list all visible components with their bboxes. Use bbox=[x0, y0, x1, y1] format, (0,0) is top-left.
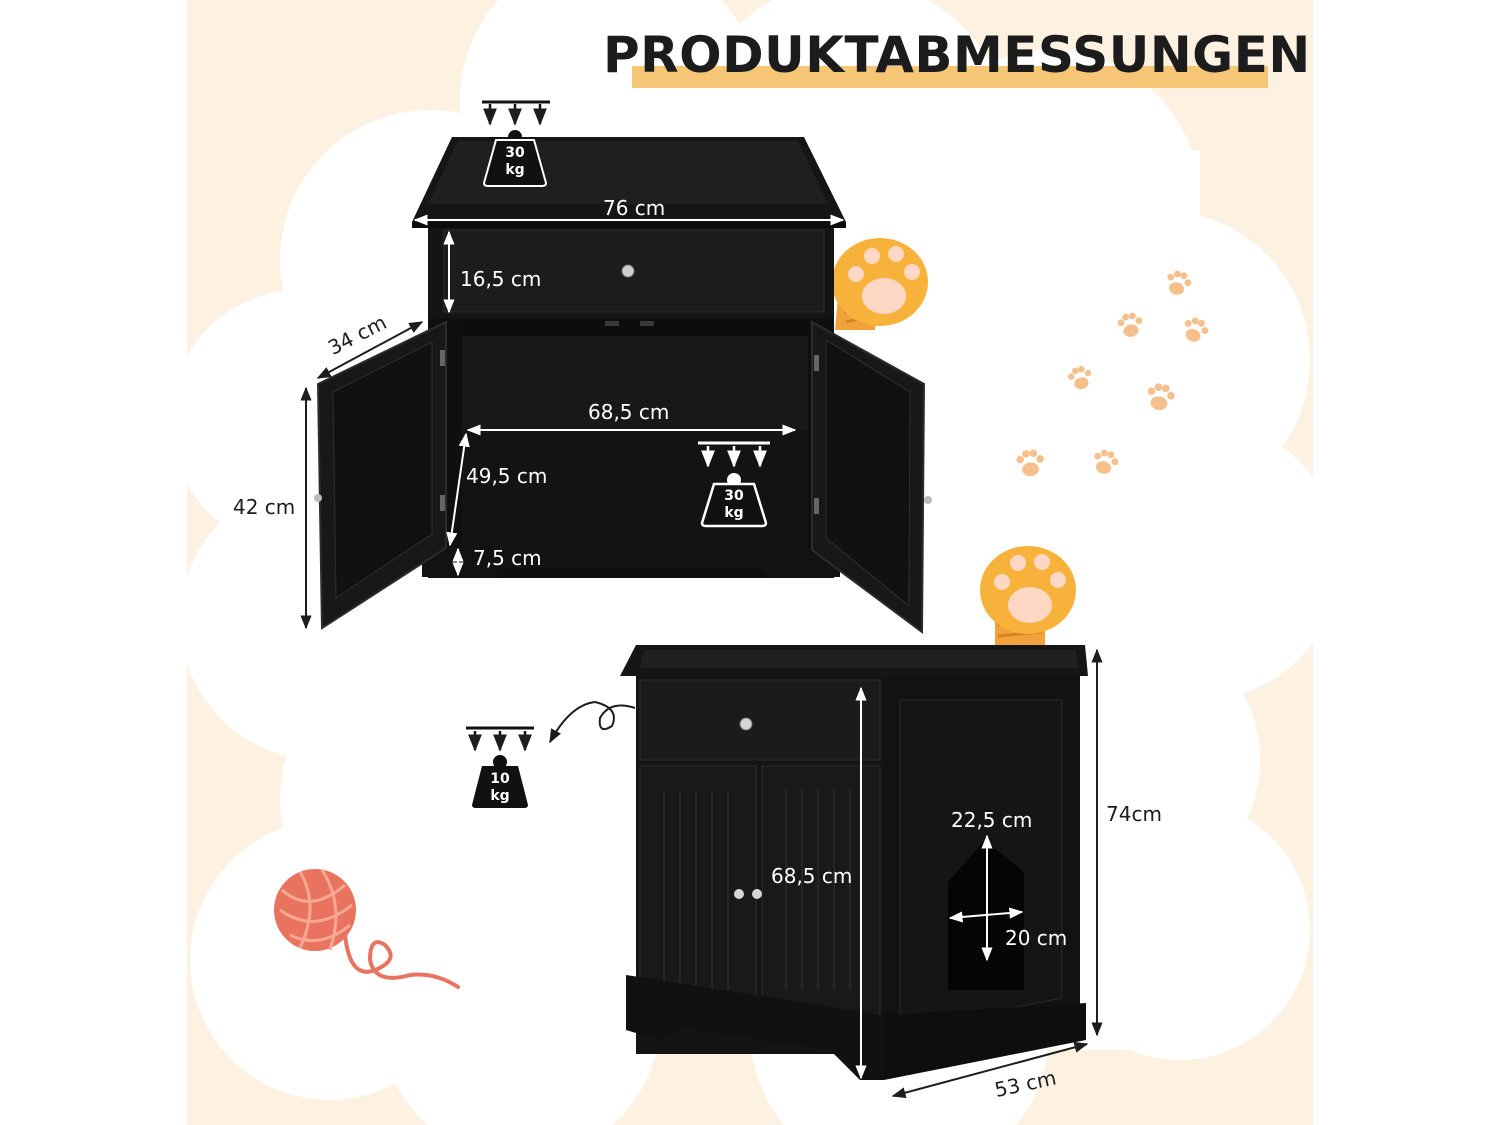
weight-icon bbox=[698, 441, 770, 528]
page-title: PRODUKTABMESSUNGEN bbox=[603, 26, 1311, 84]
dim-entry-width: 22,5 cm bbox=[951, 808, 1033, 832]
dim-entry-height: 20 cm bbox=[1005, 926, 1068, 950]
drawer-front bbox=[639, 679, 881, 761]
drawer-knob bbox=[621, 264, 635, 278]
side-margin-left bbox=[0, 0, 187, 1125]
load-top-unit: kg bbox=[505, 162, 525, 178]
weight-icon bbox=[466, 726, 534, 808]
right-door bbox=[761, 765, 881, 1015]
load-top-value: 30 bbox=[505, 145, 525, 161]
dim-front-height: 68,5 cm bbox=[771, 864, 853, 888]
load-drawer-value: 10 bbox=[490, 771, 510, 787]
load-shelf-value: 30 bbox=[724, 488, 744, 504]
cat-paw-icon bbox=[832, 238, 928, 330]
dim-door-height: 42 cm bbox=[233, 495, 296, 519]
title-highlight bbox=[632, 66, 1268, 88]
drawer-knob bbox=[739, 717, 753, 731]
dim-drawer-height: 16,5 cm bbox=[460, 267, 542, 291]
load-top-label: 30 kg bbox=[490, 145, 540, 179]
load-drawer-label: 10 kg bbox=[475, 771, 525, 805]
dimension-lines-top bbox=[300, 214, 845, 630]
dim-inner-height: 49,5 cm bbox=[466, 464, 548, 488]
dim-inner-width: 68,5 cm bbox=[588, 400, 670, 424]
dim-base-height: 7,5 cm bbox=[473, 546, 542, 570]
cabinet-base bbox=[422, 548, 840, 577]
side-margin-right bbox=[1313, 0, 1500, 1125]
cat-paw-icon bbox=[980, 546, 1076, 645]
load-drawer-unit: kg bbox=[490, 788, 510, 804]
curved-arrow-icon bbox=[549, 700, 636, 744]
weight-icon bbox=[482, 100, 550, 187]
dim-total-height: 74cm bbox=[1106, 802, 1162, 826]
dim-top-width: 76 cm bbox=[603, 196, 666, 220]
cabinet-base bbox=[626, 975, 884, 1080]
load-shelf-label: 30 kg bbox=[709, 488, 759, 522]
cabinet-closed-view bbox=[620, 645, 1088, 1080]
yarn-ball-icon bbox=[274, 869, 460, 989]
load-shelf-unit: kg bbox=[724, 505, 744, 521]
dimension-lines-bottom bbox=[855, 648, 1103, 1099]
